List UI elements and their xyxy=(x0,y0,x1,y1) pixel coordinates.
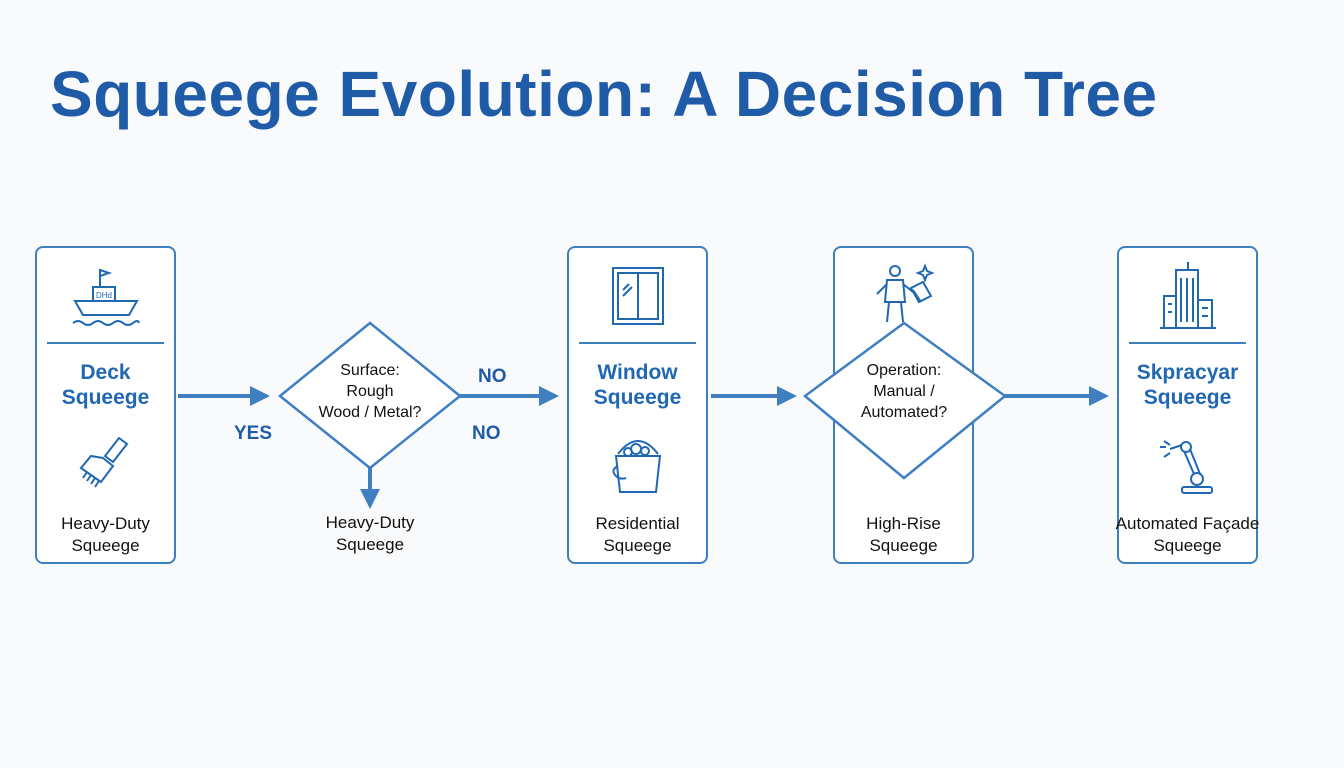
card-caption: Automated Façade Squeege xyxy=(1115,514,1260,555)
robot-arm-icon xyxy=(1159,440,1213,494)
card-caption: High-Rise Squeege xyxy=(866,514,941,555)
decision-operation-text: Operation: Manual / Automated? xyxy=(860,362,948,421)
card-divider xyxy=(47,342,164,344)
ship-icon: DHd xyxy=(71,269,140,326)
decision-surface-text: Surface: Rough Wood / Metal? xyxy=(318,362,422,421)
card-divider xyxy=(1129,342,1246,344)
card-caption: Residential Squeege xyxy=(595,514,680,555)
card-heading: Window Squeege xyxy=(593,361,682,409)
card-heading: Skpracyar Squeege xyxy=(1136,361,1239,409)
decision-diamond-operation xyxy=(802,321,1008,480)
decision-surface-yes-caption: Heavy-Duty Squeege xyxy=(325,513,415,554)
decision-diamond-surface xyxy=(278,321,462,470)
window-icon xyxy=(611,267,664,325)
card-window-squeege: Window Squeege Residential Squeege xyxy=(567,246,708,564)
skyscraper-icon xyxy=(1159,262,1216,329)
edge-label-yes: YES xyxy=(234,423,273,444)
edge-label-no-top: NO xyxy=(478,366,507,387)
card-caption: Heavy-Duty Squeege xyxy=(61,514,150,555)
window-cleaner-icon xyxy=(875,263,935,323)
bucket-icon xyxy=(611,440,661,493)
card-divider xyxy=(579,342,696,344)
svg-text:DHd: DHd xyxy=(95,291,111,300)
edge-label-no-bottom: NO xyxy=(472,423,501,444)
card-automated-squeege: Skpracyar Squeege Automated Façade Squee… xyxy=(1116,246,1259,564)
card-heading: Deck Squeege xyxy=(61,361,150,409)
card-deck-squeege: DHd Deck Squeege Heavy-Duty Squeege xyxy=(35,246,176,564)
brush-icon xyxy=(79,436,128,488)
page-title: Squeege Evolution: A Decision Tree xyxy=(50,58,1158,130)
